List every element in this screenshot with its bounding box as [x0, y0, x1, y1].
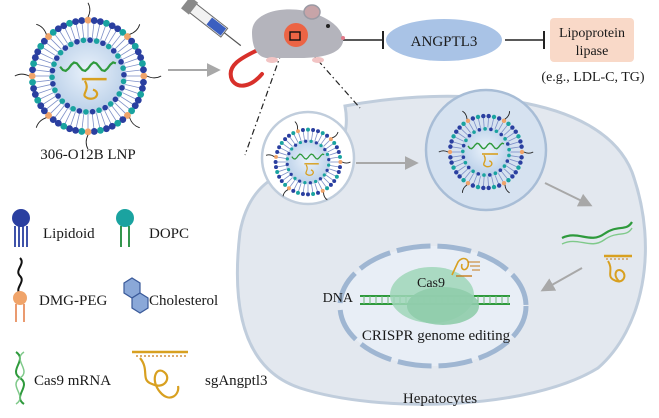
- lnp-particle-endosome: [438, 110, 534, 194]
- lnp-particle-entering: [265, 121, 351, 201]
- svg-text:Cholesterol: Cholesterol: [149, 293, 218, 309]
- lnp-particle-large: [14, 2, 162, 150]
- liver-zoom-box: [289, 31, 301, 41]
- legend-dmg-peg: DMG-PEG: [13, 257, 108, 322]
- lipase-label-line2: lipase: [576, 44, 609, 59]
- dna-label: DNA: [323, 291, 354, 306]
- svg-text:Lipidoid: Lipidoid: [43, 226, 95, 242]
- lnp-caption: 306-O12B LNP: [40, 147, 135, 163]
- svg-text:Cas9 mRNA: Cas9 mRNA: [34, 373, 111, 389]
- legend-dopc: DOPC: [116, 209, 189, 247]
- svg-text:DMG-PEG: DMG-PEG: [39, 293, 108, 309]
- angptl3-node: [386, 19, 502, 61]
- arrow-release: [544, 182, 593, 207]
- legend-sgangptl3: sgAngptl3: [132, 350, 268, 399]
- lipase-label-line1: Lipoprotein: [559, 26, 625, 41]
- arrow-into-nucleus: [540, 267, 583, 292]
- svg-text:sgAngptl3: sgAngptl3: [205, 373, 268, 389]
- released-cas9-mrna: [561, 221, 633, 245]
- legend-cas9-mrna: Cas9 mRNA: [15, 351, 111, 405]
- dmg-peg-icon: [13, 257, 27, 322]
- liver-highlight: [284, 23, 308, 47]
- editing-label: CRISPR genome editing: [362, 328, 511, 344]
- dopc-icon: [116, 209, 134, 247]
- syringe-icon: [181, 0, 242, 47]
- mouse-illustration: [181, 0, 345, 88]
- inhibit-angptl3-to-lipase: [505, 31, 545, 49]
- cas9-mrna-icon: [15, 351, 25, 405]
- svg-text:DOPC: DOPC: [149, 226, 189, 242]
- cas9-label: Cas9: [417, 276, 445, 291]
- hepatocytes-label: Hepatocytes: [403, 391, 477, 407]
- legend-lipidoid: Lipidoid: [12, 209, 95, 247]
- lipase-node: [550, 18, 634, 62]
- sgangptl3-icon: [132, 350, 188, 399]
- lipase-examples: (e.g., LDL-C, TG): [541, 70, 644, 85]
- cholesterol-icon: [123, 277, 149, 314]
- cas9-dna-complex: [360, 257, 510, 325]
- legend-cholesterol: Cholesterol: [123, 277, 218, 314]
- released-sgrna: [604, 254, 632, 283]
- angptl3-label: ANGPTL3: [411, 34, 478, 50]
- lipidoid-icon: [12, 209, 30, 247]
